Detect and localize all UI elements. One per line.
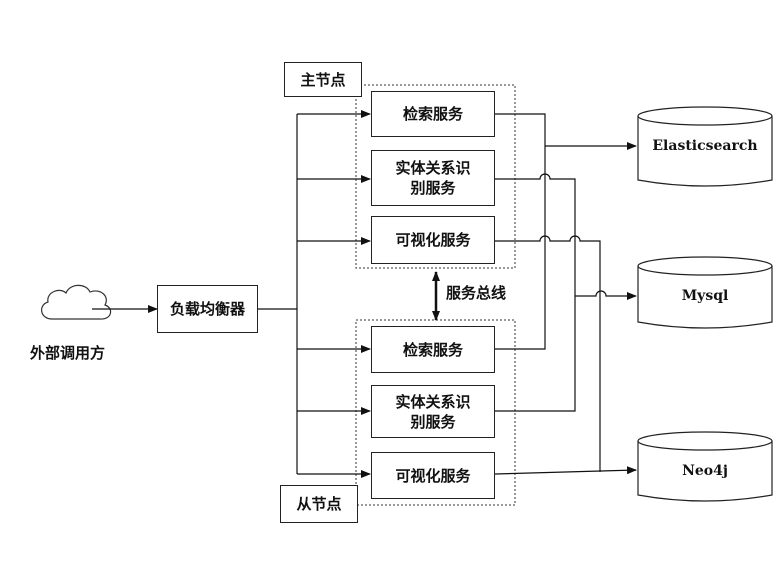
arrow-to-neo4j [494,466,637,475]
mysql-label: Mysql [681,288,729,304]
master-search-service: 检索服务 [371,91,495,137]
arrow-to-mysql [575,290,637,300]
search-services-line [495,113,546,350]
neo4j-label: Neo4j [682,463,728,479]
master-entity-service: 实体关系识别服务 [371,150,495,206]
master-node-label: 主节点 [284,62,362,97]
database-icon [637,256,773,329]
master-node-container [355,84,516,269]
slave-search-service: 检索服务 [371,326,495,373]
database-icon [637,431,773,502]
entity-services-line [495,173,576,412]
cloud-icon [41,284,112,320]
slave-entity-service: 实体关系识别服务 [371,385,495,438]
viz-master-line [495,235,601,472]
load-balancer-box: 负载均衡器 [157,285,258,333]
master-viz-service: 可视化服务 [371,216,495,264]
database-icon [637,106,773,187]
service-bus-label: 服务总线 [446,284,507,302]
slave-viz-service: 可视化服务 [371,452,495,499]
slave-node-label: 从节点 [280,485,358,523]
elasticsearch-label: Elasticsearch [652,138,758,154]
client-label: 外部调用方 [30,344,106,362]
